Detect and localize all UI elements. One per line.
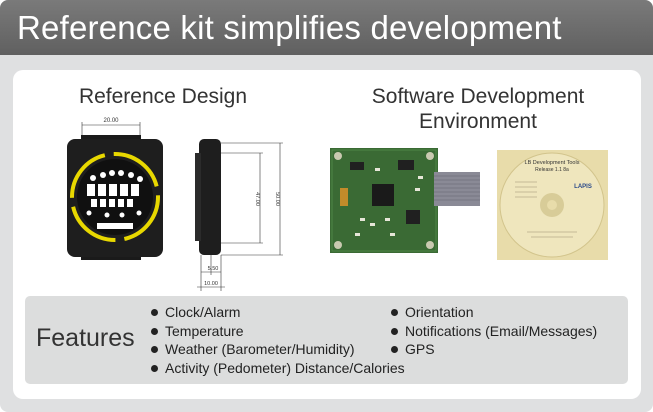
bullet-icon <box>151 346 158 353</box>
dim-depth-b: 10.00 <box>204 281 218 287</box>
features-label: Features <box>36 324 135 352</box>
features-list-left: Clock/Alarm Temperature Weather (Baromet… <box>151 303 405 377</box>
features-box: Features Clock/Alarm Temperature Weather… <box>25 296 628 384</box>
watch-ring <box>70 152 160 242</box>
software-env-title-line1: Software Development <box>371 85 585 108</box>
bullet-icon <box>391 309 398 316</box>
dim-depth-a: 5.50 <box>208 266 219 272</box>
dim-width: 20.00 <box>103 118 119 124</box>
cd-subtitle: Release 1.1 8a <box>535 167 569 173</box>
dim-height-outer: 50.00 <box>274 192 280 206</box>
watch-display-icons <box>90 170 143 182</box>
feature-item: Weather (Barometer/Humidity) <box>151 340 405 359</box>
reference-design-drawing: 20.00 <box>67 118 283 291</box>
bullet-icon <box>151 309 158 316</box>
bullet-icon <box>151 327 158 335</box>
feature-item: GPS <box>391 340 597 359</box>
feature-item: Clock/Alarm <box>151 303 405 322</box>
software-env-title: Software Development Environment <box>333 84 623 134</box>
reference-design-title: Reference Design <box>78 85 248 108</box>
bullet-icon <box>391 327 398 335</box>
feature-item: Notifications (Email/Messages) <box>391 322 597 341</box>
feature-item: Activity (Pedometer) Distance/Calories <box>151 359 405 378</box>
software-env-title-line2: Environment <box>419 110 537 133</box>
feature-item: Orientation <box>391 303 597 322</box>
content-panel: Reference Design Software Development En… <box>13 70 641 399</box>
page-title: Reference kit simplifies development <box>0 0 653 55</box>
dim-height-inner: 47.00 <box>254 192 260 206</box>
bullet-icon <box>391 346 398 353</box>
pcb-board-image <box>330 148 480 253</box>
watch-side-view <box>199 139 221 255</box>
cd-title: LB Development Tools <box>525 160 580 166</box>
feature-item: Temperature <box>151 322 405 341</box>
bullet-icon <box>151 364 158 372</box>
features-list-right: Orientation Notifications (Email/Message… <box>391 303 597 359</box>
software-cd-image: LB Development Tools Release 1.1 8a LAPI… <box>497 150 608 260</box>
watch-digits <box>87 184 139 229</box>
cd-brand: LAPIS <box>574 184 592 190</box>
